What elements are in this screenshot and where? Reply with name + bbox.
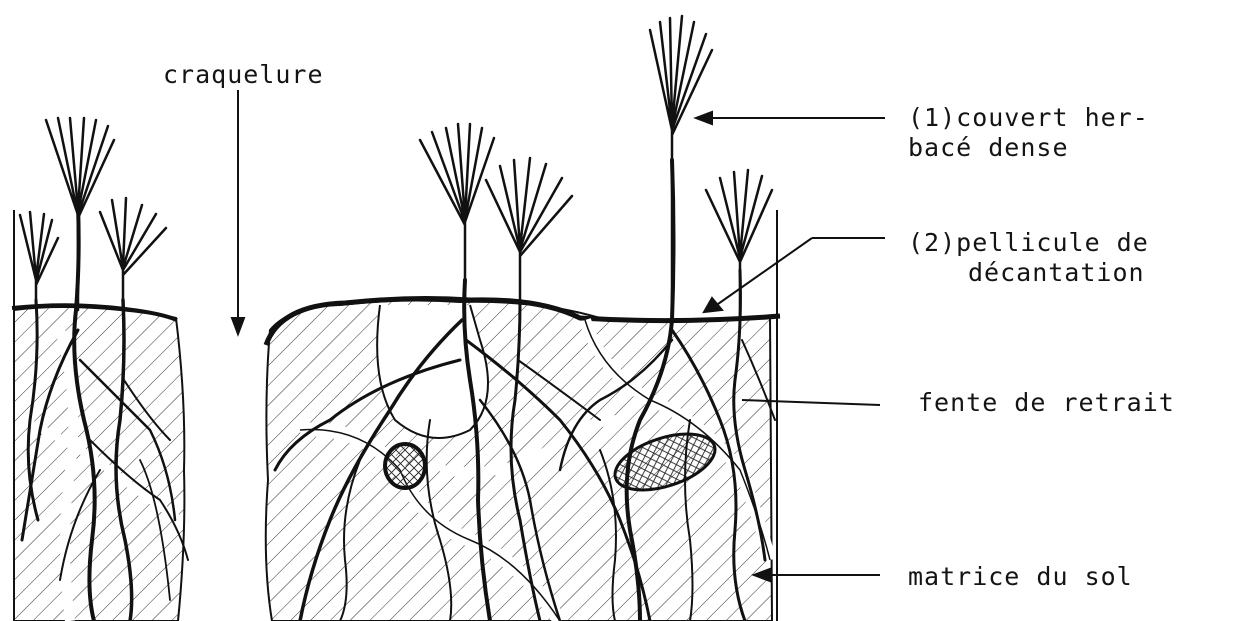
label-couvert-line1: (1)couvert her- <box>908 103 1149 132</box>
craquelure-arrowhead <box>232 318 244 334</box>
grass-tufts <box>20 16 772 318</box>
label-craquelure: craquelure <box>163 60 324 90</box>
label-couvert-line2: bacé dense <box>908 133 1149 163</box>
label-fente-de-retrait: fente de retrait <box>918 388 1175 418</box>
pellicule-arrowhead <box>704 298 722 312</box>
label-pellicule-line1: (2)pellicule de <box>908 228 1149 257</box>
couvert-arrowhead <box>696 112 712 124</box>
label-pellicule-decantation: (2)pellicule de décantation <box>908 228 1149 288</box>
right-soil-block <box>266 210 780 621</box>
label-couvert-herbace: (1)couvert her- bacé dense <box>908 103 1149 163</box>
label-matrice-du-sol: matrice du sol <box>908 562 1133 592</box>
label-pellicule-line2: décantation <box>908 258 1149 288</box>
